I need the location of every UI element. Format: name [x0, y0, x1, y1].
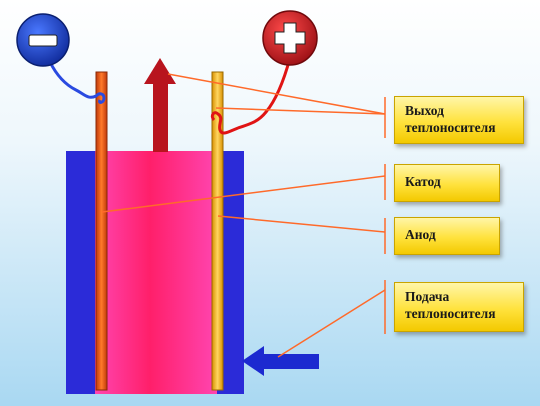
label-outlet: Выход теплоносителя [394, 96, 524, 144]
label-anode: Анод [394, 217, 500, 255]
label-outlet-line2: теплоносителя [405, 119, 496, 135]
plus-icon [274, 22, 306, 54]
outlet-arrow [144, 58, 176, 152]
label-cathode-text: Катод [405, 174, 441, 189]
negative-wire [48, 61, 106, 104]
negative-terminal [16, 13, 70, 67]
minus-icon [28, 34, 58, 47]
inlet-arrow [242, 346, 319, 376]
label-inlet: Подача теплоносителя [394, 282, 524, 332]
label-anode-text: Анод [405, 227, 436, 242]
label-cathode: Катод [394, 164, 500, 202]
positive-terminal [262, 10, 318, 66]
positive-wire [210, 57, 292, 135]
anode-rod [211, 71, 224, 391]
label-inlet-line1: Подача [405, 289, 450, 304]
leader-lines [101, 73, 386, 358]
label-outlet-line1: Выход [405, 103, 444, 118]
cathode-rod [95, 71, 108, 391]
vessel-inner [95, 151, 217, 394]
label-inlet-line2: теплоносителя [405, 305, 496, 321]
